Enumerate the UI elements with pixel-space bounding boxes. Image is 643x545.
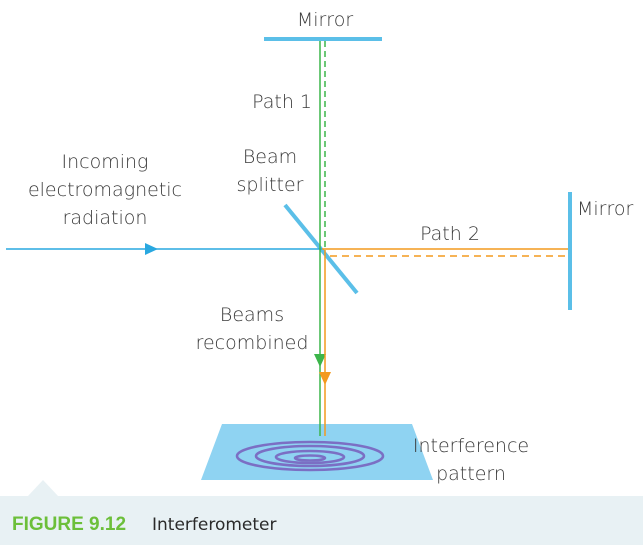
label-interference-1: Interference bbox=[413, 435, 529, 457]
label-beams-recombined-2: recombined bbox=[196, 332, 309, 354]
ring-outer bbox=[235, 440, 385, 472]
caption-band bbox=[0, 496, 643, 545]
label-incoming-3: radiation bbox=[63, 207, 148, 229]
path2-arrow bbox=[319, 372, 331, 385]
label-beams-recombined-1: Beams bbox=[220, 304, 284, 326]
label-incoming-2: electromagnetic bbox=[28, 179, 182, 201]
caption-number: FIGURE 9.12 bbox=[12, 514, 126, 535]
label-beam-splitter-2: splitter bbox=[237, 174, 304, 196]
path1-arrow bbox=[314, 354, 326, 367]
label-path2: Path 2 bbox=[420, 223, 480, 245]
ring-middle bbox=[254, 444, 366, 468]
label-beam-splitter-1: Beam bbox=[243, 146, 297, 168]
ring-center bbox=[293, 454, 327, 462]
label-incoming-1: Incoming bbox=[62, 151, 149, 173]
ring-inner bbox=[274, 449, 346, 465]
label-path1: Path 1 bbox=[252, 91, 312, 113]
interference-rings bbox=[235, 440, 385, 472]
label-interference-2: pattern bbox=[436, 463, 506, 485]
incoming-arrow bbox=[145, 243, 158, 255]
caption-title: Interferometer bbox=[152, 515, 277, 535]
caption-pointer bbox=[28, 480, 58, 496]
label-mirror-top: Mirror bbox=[297, 9, 354, 31]
label-mirror-right: Mirror bbox=[577, 198, 634, 220]
